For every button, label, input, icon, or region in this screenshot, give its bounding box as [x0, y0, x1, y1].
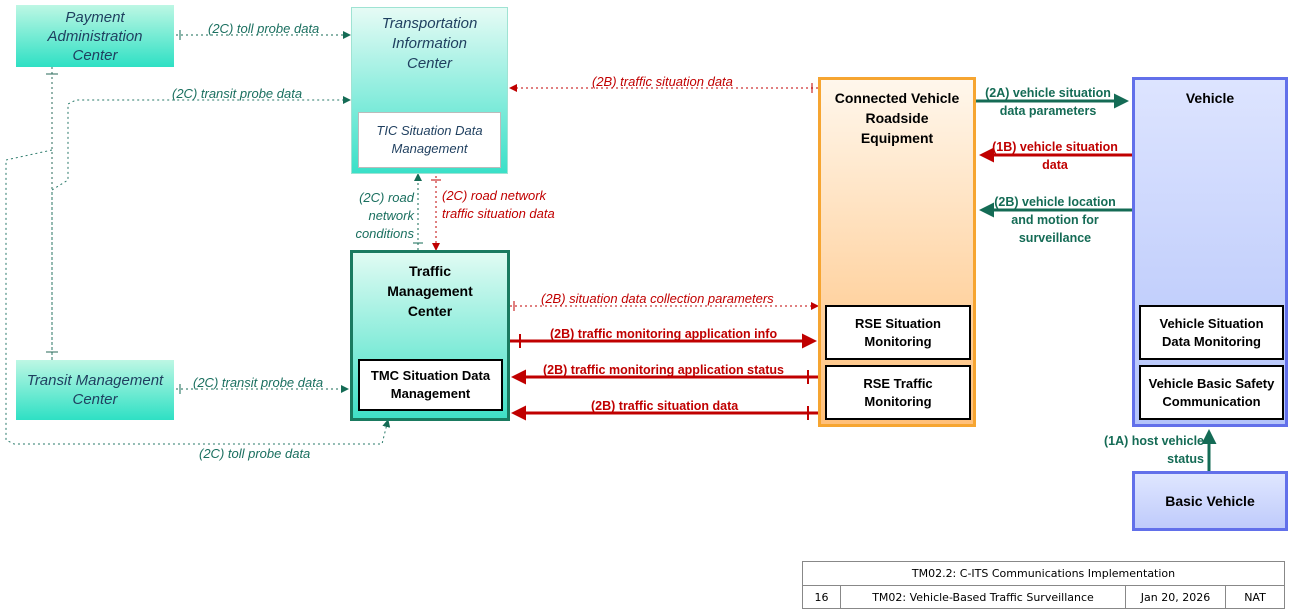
tic-sub-label: TIC Situation Data Management: [376, 123, 483, 156]
footer-info-row: 16 TM02: Vehicle-Based Traffic Surveilla…: [803, 586, 1284, 609]
vehicle-node: Vehicle Vehicle Situation Data Monitorin…: [1132, 77, 1288, 427]
tic-title: Transportation Information Center: [381, 15, 478, 72]
footer-page: 16: [803, 586, 841, 609]
rse-sub-situation: RSE Situation Monitoring: [825, 305, 971, 360]
flow-label-traffic-situation-tmc: (2B) traffic situation data: [591, 399, 739, 413]
vehicle-sub-bsc-label: Vehicle Basic Safety Communication: [1148, 375, 1275, 409]
footer-module: TM02: Vehicle-Based Traffic Surveillance: [841, 586, 1126, 609]
rse-title: Connected Vehicle Roadside Equipment: [834, 90, 960, 146]
flow-label-vehicle-situation-params: (2A) vehicle situation data parameters: [985, 86, 1111, 118]
payment-admin-node: Payment Administration Center: [16, 5, 174, 67]
flow-label-road-network-conditions: (2C) road network conditions: [355, 190, 414, 241]
flow-label-host-vehicle-status: (1A) host vehicle status: [1103, 434, 1204, 466]
vehicle-sub-bsc: Vehicle Basic Safety Communication: [1139, 365, 1284, 420]
flow-label-collection-params: (2B) situation data collection parameter…: [541, 291, 774, 306]
flow-label-road-network-traffic: (2C) road network traffic situation data: [442, 188, 555, 221]
flow-label-vehicle-location: (2B) vehicle location and motion for sur…: [994, 195, 1116, 245]
basic-vehicle-node: Basic Vehicle: [1132, 471, 1288, 531]
transit-mgmt-node: Transit Management Center: [16, 360, 174, 420]
flow-line-toll-probe-bottom: [5, 149, 391, 445]
footer-course-row: TM02.2: C-ITS Communications Implementat…: [803, 562, 1284, 586]
flow-label-toll-probe-top: (2C) toll probe data: [208, 21, 320, 36]
payment-admin-label: Payment Administration Center: [47, 8, 143, 64]
transit-mgmt-label: Transit Management Center: [26, 372, 164, 408]
flow-line-transit-probe-top: [51, 96, 351, 360]
tmc-sub-function: TMC Situation Data Management: [358, 359, 503, 411]
rse-sub-traffic-label: RSE Traffic Monitoring: [863, 375, 933, 409]
flow-label-transit-probe-top: (2C) transit probe data: [172, 86, 303, 101]
rse-node: Connected Vehicle Roadside Equipment RSE…: [818, 77, 976, 427]
footer-course: TM02.2: C-ITS Communications Implementat…: [911, 567, 1176, 580]
flow-label-transit-probe-bottom: (2C) transit probe data: [193, 375, 324, 390]
rse-sub-situation-label: RSE Situation Monitoring: [855, 315, 941, 349]
footer-org: NAT: [1244, 591, 1266, 604]
tic-node: Transportation Information Center TIC Si…: [351, 7, 508, 174]
flow-label-app-info: (2B) traffic monitoring application info: [550, 327, 778, 341]
basic-vehicle-label: Basic Vehicle: [1165, 493, 1255, 509]
tic-sub-function: TIC Situation Data Management: [358, 112, 501, 168]
tmc-node: Traffic Management Center TMC Situation …: [350, 250, 510, 421]
footer-date: Jan 20, 2026: [1126, 586, 1226, 609]
tmc-title: Traffic Management Center: [387, 263, 473, 319]
vehicle-title: Vehicle: [1185, 90, 1235, 106]
rse-sub-traffic: RSE Traffic Monitoring: [825, 365, 971, 420]
flow-label-traffic-situation-tic: (2B) traffic situation data: [592, 74, 733, 89]
vehicle-sub-monitoring: Vehicle Situation Data Monitoring: [1139, 305, 1284, 360]
flow-label-toll-probe-bottom: (2C) toll probe data: [199, 446, 311, 461]
tmc-sub-label: TMC Situation Data Management: [370, 368, 491, 401]
footer-table: TM02.2: C-ITS Communications Implementat…: [802, 561, 1285, 609]
flow-label-app-status: (2B) traffic monitoring application stat…: [543, 363, 784, 377]
vehicle-sub-monitoring-label: Vehicle Situation Data Monitoring: [1159, 315, 1264, 349]
flow-label-vehicle-situation-data: (1B) vehicle situation data: [992, 140, 1118, 172]
